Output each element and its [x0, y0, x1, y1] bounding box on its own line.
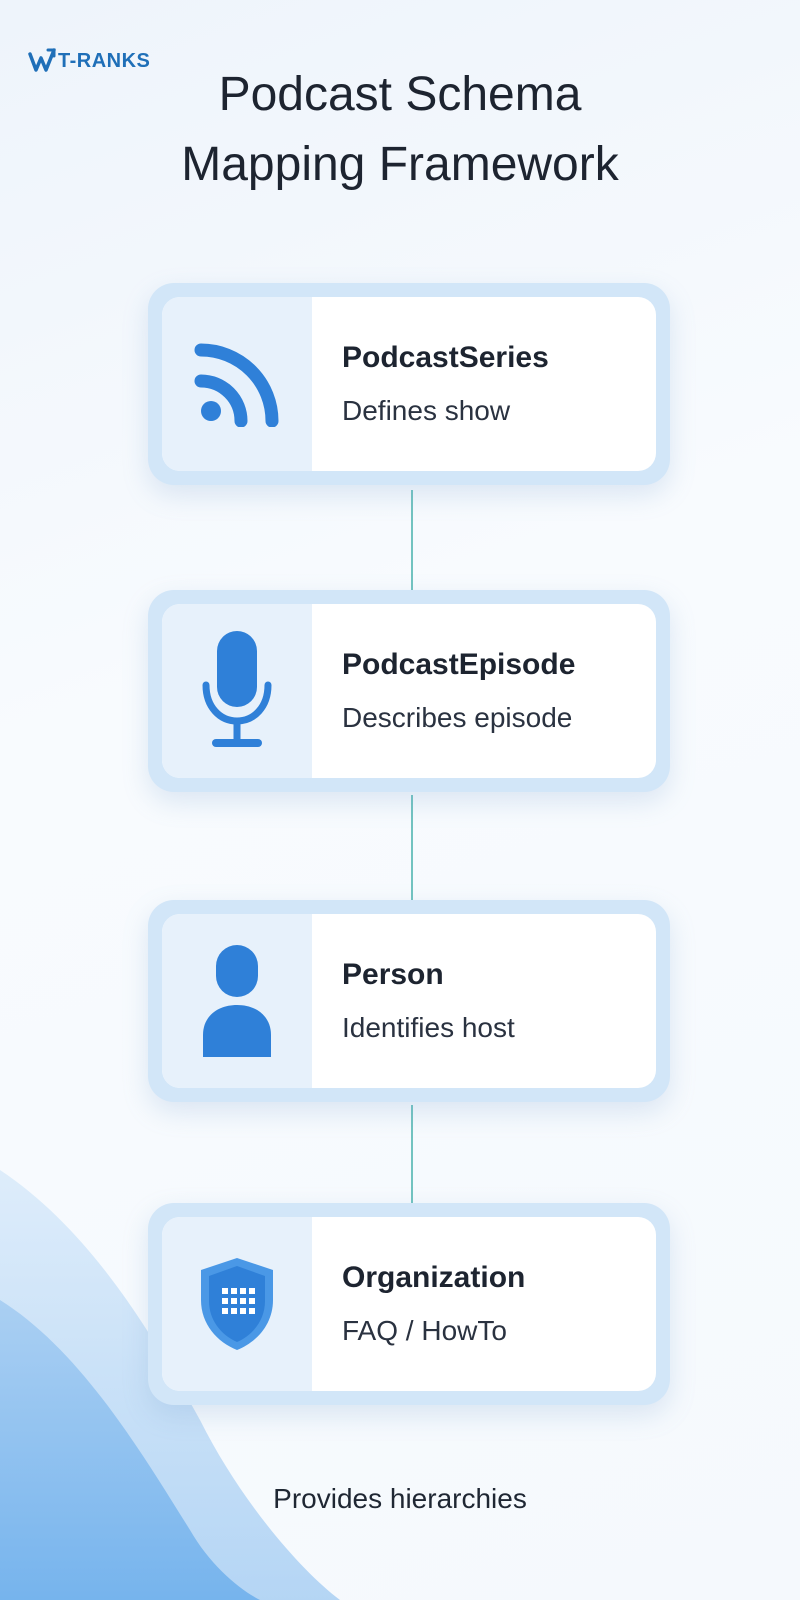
footer-caption: Provides hierarchies: [273, 1483, 527, 1514]
card-description: Identifies host: [342, 1012, 515, 1043]
card-title: Organization: [342, 1261, 526, 1294]
icon-panel: [162, 604, 312, 778]
title-line-2: Mapping Framework: [181, 138, 619, 191]
rss-icon: [194, 343, 279, 427]
schema-card-podcast-episode: PodcastEpisode Describes episode: [148, 590, 670, 792]
card-description: FAQ / HowTo: [342, 1315, 507, 1346]
connector-line-1: [411, 490, 413, 590]
shield-icon: [201, 1258, 273, 1350]
icon-panel: [162, 1217, 312, 1391]
card-description: Describes episode: [342, 702, 573, 733]
card-title: Person: [342, 958, 444, 991]
logo-mark-icon: [28, 48, 56, 72]
logo-text: T-RANKS: [58, 49, 151, 72]
card-description: Defines show: [342, 395, 511, 426]
icon-panel: [162, 914, 312, 1088]
schema-card-person: Person Identifies host: [148, 900, 670, 1102]
connector-line-2: [411, 795, 413, 900]
brand-logo: T-RANKS: [28, 44, 150, 78]
card-title: PodcastEpisode: [342, 648, 576, 681]
microphone-icon: [202, 631, 272, 747]
person-icon: [203, 945, 271, 1057]
title-line-1: Podcast Schema: [218, 68, 582, 121]
page-title: Podcast Schema Mapping Framework: [0, 60, 800, 200]
schema-card-podcast-series: PodcastSeries Defines show: [148, 283, 670, 485]
icon-panel: [162, 297, 312, 471]
schema-card-organization: Organization FAQ / HowTo: [148, 1203, 670, 1405]
connector-line-3: [411, 1105, 413, 1205]
card-title: PodcastSeries: [342, 341, 549, 374]
